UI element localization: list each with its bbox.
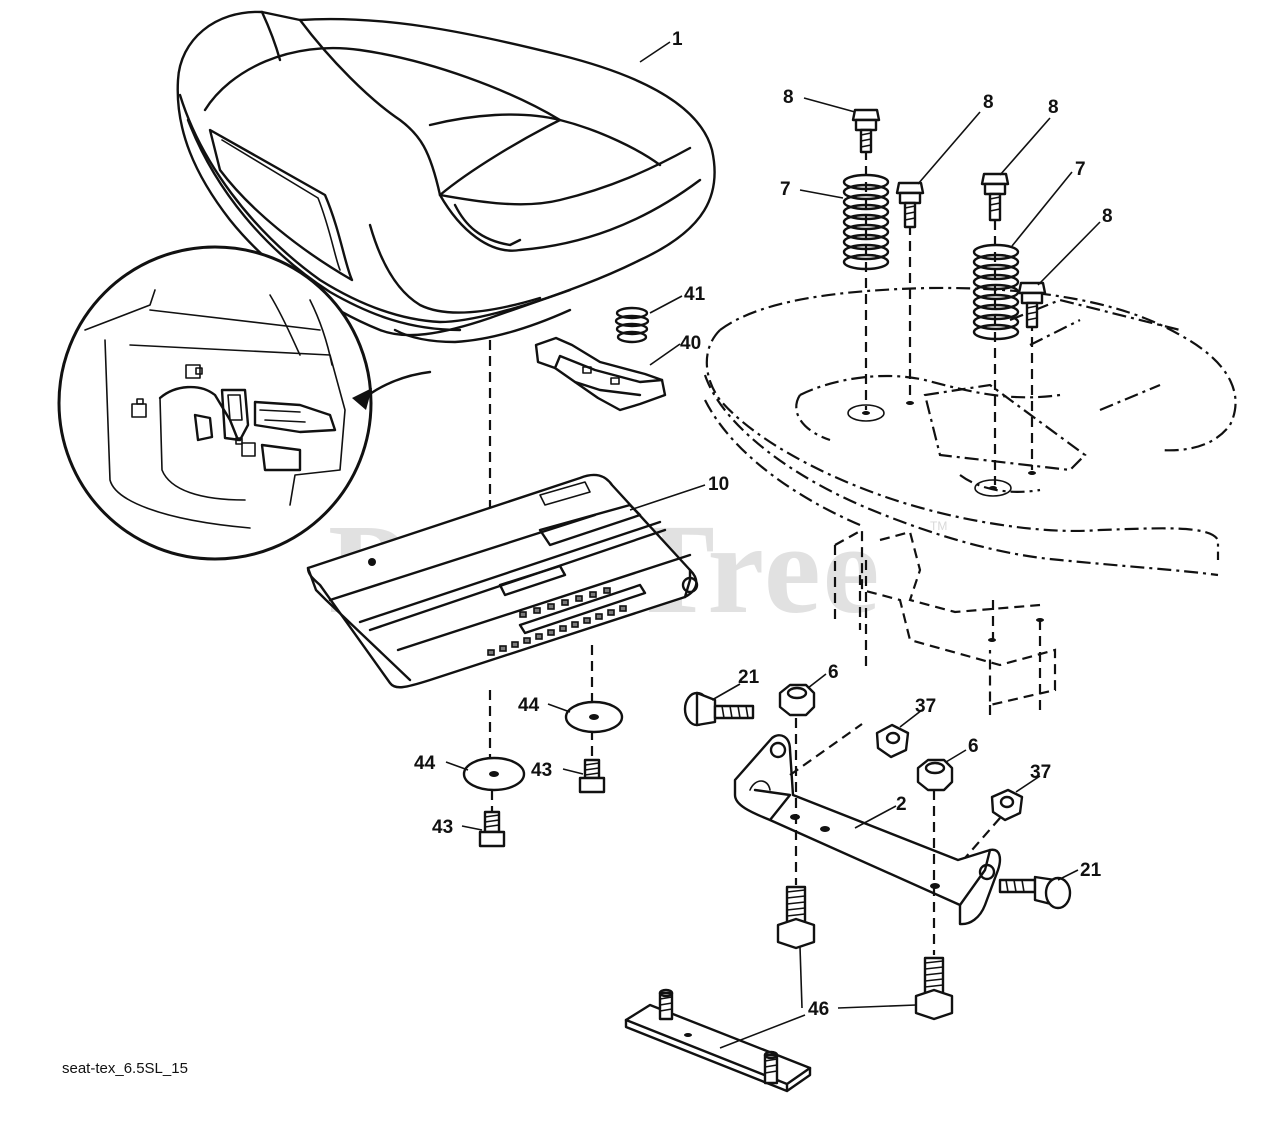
- callout-40: 40: [680, 333, 701, 354]
- washer-part-44-lower: [445, 756, 526, 792]
- callout-8: 8: [783, 87, 794, 108]
- bolt-part-43-lower: [461, 810, 506, 848]
- washer-part-44-upper: [547, 700, 624, 734]
- callout-37: 37: [915, 696, 936, 717]
- callout-7: 7: [1075, 159, 1086, 180]
- detail-magnifier: [57, 245, 432, 561]
- bolt-part-8-c: [980, 117, 1051, 222]
- callout-8: 8: [1102, 206, 1113, 227]
- nut-part-6-lower: [916, 749, 967, 792]
- stud-plate-part-46: [624, 988, 812, 1093]
- callout-6: 6: [968, 736, 979, 757]
- callout-7: 7: [780, 179, 791, 200]
- bracket-part-40: [534, 336, 681, 412]
- callout-2: 2: [896, 794, 907, 815]
- callout-44: 44: [518, 695, 540, 716]
- nut-part-37-lower: [990, 775, 1041, 822]
- plate-hole-row: [487, 587, 627, 656]
- callout-44: 44: [414, 753, 436, 774]
- bolt-part-8-b: [895, 111, 981, 229]
- nut-part-6-upper: [778, 673, 827, 717]
- callout-6: 6: [828, 662, 839, 683]
- bracket-part-2: [733, 734, 1002, 926]
- stud-part-46-left: [776, 885, 816, 950]
- callout-8: 8: [1048, 97, 1059, 118]
- spring-part-41: [614, 295, 683, 344]
- callout-10: 10: [708, 474, 729, 495]
- bolt-part-21-left: [683, 683, 755, 727]
- frame-outline: [703, 286, 1237, 720]
- callout-46: 46: [808, 999, 829, 1020]
- bolt-part-21-right: [998, 869, 1079, 910]
- watermark-trademark: TM: [930, 519, 947, 533]
- spring-part-7-a: [799, 173, 890, 271]
- callout-21: 21: [738, 667, 760, 688]
- callout-21: 21: [1080, 860, 1102, 881]
- callout-43: 43: [432, 817, 453, 838]
- callout-37: 37: [1030, 762, 1051, 783]
- bolt-part-8-a: [803, 97, 881, 154]
- bolt-part-43-upper: [562, 758, 606, 794]
- spring-part-7-b: [972, 171, 1073, 341]
- diagram-caption: seat-tex_6.5SL_15: [62, 1060, 188, 1077]
- callout-41: 41: [684, 284, 706, 305]
- seat-plate-part-10: [306, 473, 706, 689]
- callout-1: 1: [672, 29, 683, 50]
- nut-part-37-upper: [875, 709, 923, 759]
- callout-43: 43: [531, 760, 552, 781]
- callout-8: 8: [983, 92, 994, 113]
- seat-part-1: [176, 10, 716, 344]
- bolt-part-8-d: [1017, 221, 1101, 329]
- stud-part-46-right: [914, 956, 954, 1021]
